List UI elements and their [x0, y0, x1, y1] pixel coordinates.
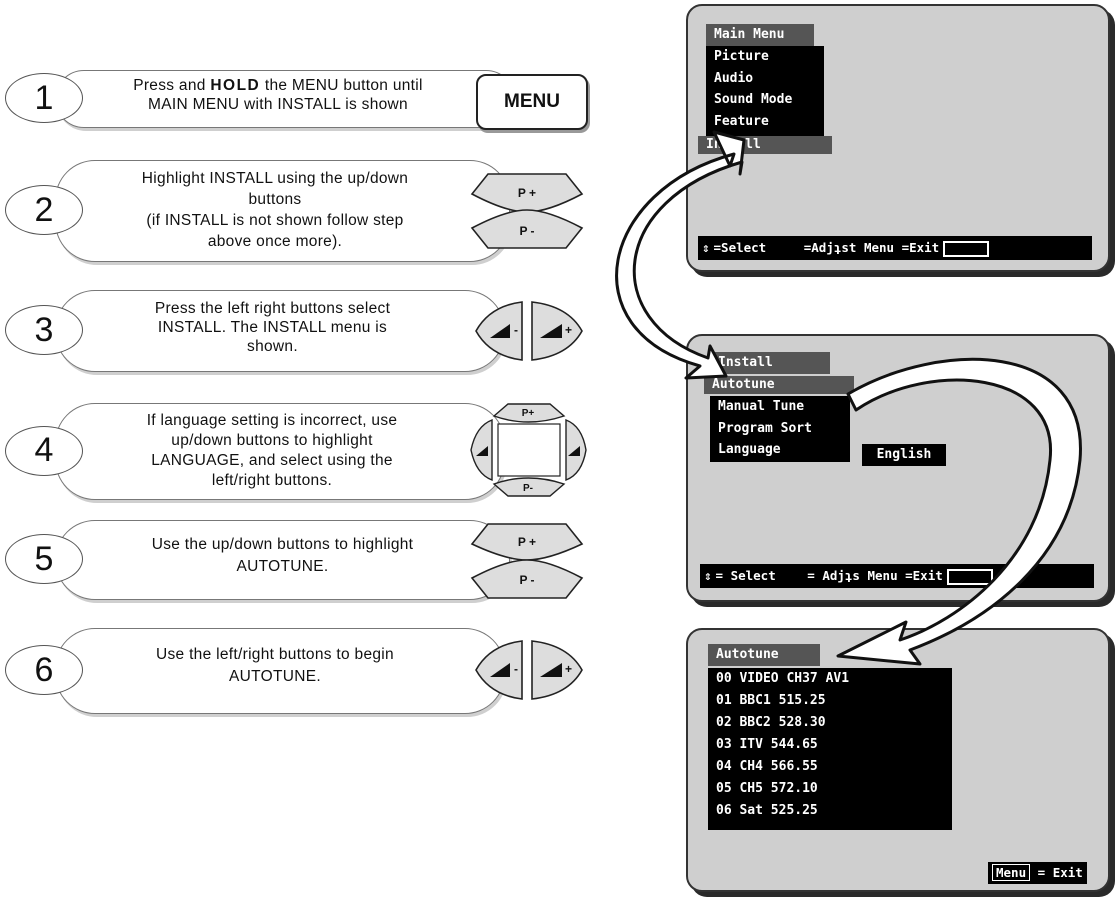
- volume-down-button-step-6[interactable]: [475, 640, 523, 700]
- step-6: 6 Use the left/right buttons to begin AU…: [5, 628, 505, 714]
- menu-item-program-sort[interactable]: Program Sort: [718, 420, 812, 436]
- channel-row: 02 BBC2 528.30: [716, 715, 826, 730]
- svg-text:P +: P +: [518, 535, 536, 549]
- main-menu-list: Picture Audio Sound Mode Feature: [706, 46, 824, 138]
- updown-icon: ⇕: [702, 240, 710, 255]
- step-3-number: 3: [5, 305, 83, 355]
- step-5: 5 Use the up/down buttons to highlight A…: [5, 520, 510, 600]
- step-3-text: Press the left right buttons select INST…: [154, 300, 391, 355]
- program-up-down-buttons[interactable]: P + P -: [468, 168, 586, 254]
- step-2: 2 Highlight INSTALL using the up/down bu…: [5, 160, 510, 262]
- pad-center: [497, 423, 561, 477]
- channel-row: 06 Sat 525.25: [716, 803, 818, 818]
- pad-left-icon: [476, 446, 488, 456]
- hold-emphasis: HOLD: [210, 77, 261, 94]
- step-5-number: 5: [5, 534, 83, 584]
- menu-button[interactable]: MENU: [476, 74, 588, 130]
- svg-text:+: +: [565, 323, 572, 337]
- svg-text:+: +: [565, 662, 572, 676]
- channel-row: 00 VIDEO CH37 AV1: [716, 671, 850, 686]
- step-4-number: 4: [5, 425, 83, 476]
- svg-text:-: -: [514, 662, 518, 676]
- autotune-exit-hint: Menu = Exit: [988, 862, 1087, 884]
- volume-down-button[interactable]: [475, 301, 523, 361]
- step-4-box: [55, 403, 505, 500]
- svg-text:P -: P -: [519, 573, 534, 587]
- exit-box-2: [946, 568, 993, 585]
- svg-text:P-: P-: [523, 483, 533, 494]
- step-5-text: Use the up/down buttons to highlight AUT…: [151, 536, 414, 575]
- channel-row: 01 BBC1 515.25: [716, 693, 826, 708]
- volume-down-icon: [490, 324, 510, 338]
- menu-item-feature[interactable]: Feature: [714, 113, 769, 129]
- menu-key[interactable]: Menu: [992, 864, 1031, 881]
- direction-pad[interactable]: P+ P-: [468, 402, 588, 498]
- channel-row: 03 ITV 544.65: [716, 737, 818, 752]
- pad-left-button[interactable]: [470, 418, 493, 482]
- svg-text:P+: P+: [522, 408, 535, 419]
- program-up-down-buttons-step-5[interactable]: P + P -: [468, 520, 586, 602]
- program-down-label: P -: [519, 224, 534, 238]
- channel-row: 05 CH5 572.10: [716, 781, 818, 796]
- volume-up-icon: [540, 324, 562, 338]
- pad-down-button[interactable]: [492, 477, 566, 497]
- svg-text:-: -: [514, 323, 518, 337]
- step-1-number: 1: [5, 73, 83, 123]
- autotune-channel-list: 00 VIDEO CH37 AV1 01 BBC1 515.25 02 BBC2…: [708, 668, 952, 830]
- exit-box: [943, 240, 990, 257]
- volume-down-icon-step-6: [490, 663, 510, 677]
- step-2-number: 2: [5, 185, 83, 235]
- step-6-number: 6: [5, 645, 83, 695]
- step-1-box: [55, 70, 515, 128]
- step-4-text: If language setting is incorrect, use up…: [146, 412, 398, 489]
- step-6-text: Use the left/right buttons to begin AUTO…: [156, 646, 394, 685]
- step-2-box: [55, 160, 510, 262]
- volume-buttons-step-3[interactable]: - +: [470, 298, 588, 364]
- tv-screen-install-menu: Install Autotune Manual Tune Program Sor…: [686, 334, 1110, 602]
- volume-up-icon-step-6: [540, 663, 562, 677]
- volume-buttons-step-6[interactable]: - +: [470, 637, 588, 703]
- step-3: 3 Press the left right buttons select IN…: [5, 290, 505, 372]
- tv-screen-autotune: Autotune 00 VIDEO CH37 AV1 01 BBC1 515.2…: [686, 628, 1110, 892]
- channel-row: 04 CH4 566.55: [716, 759, 818, 774]
- install-menu-list: Manual Tune Program Sort Language: [710, 396, 850, 462]
- step-4: 4 If language setting is incorrect, use …: [5, 403, 505, 500]
- step-3-box: [55, 290, 505, 372]
- main-menu-title: Main Menu: [706, 24, 814, 46]
- step-1: 1 Press and HOLD the MENU button until M…: [5, 70, 515, 128]
- language-value: English: [862, 444, 946, 466]
- tv-screen-main-menu: Main Menu Picture Audio Sound Mode Featu…: [686, 4, 1110, 272]
- step-6-box: [55, 628, 505, 714]
- program-up-label: P +: [518, 186, 536, 200]
- menu-item-picture[interactable]: Picture: [714, 49, 769, 64]
- menu-item-manual-tune[interactable]: Manual Tune: [718, 399, 805, 414]
- menu-item-autotune-highlighted[interactable]: Autotune: [704, 376, 854, 394]
- pad-right-icon: [568, 446, 580, 456]
- install-menu-title: Install: [710, 352, 830, 374]
- menu-item-language[interactable]: Language: [718, 442, 781, 457]
- program-down-button-step-5[interactable]: [470, 559, 584, 599]
- updown-icon-2: ⇕: [704, 568, 712, 583]
- pad-up-button[interactable]: [492, 403, 566, 423]
- step-1-text: Press and HOLD the MENU button until MAI…: [133, 77, 423, 113]
- menu-item-sound-mode[interactable]: Sound Mode: [714, 92, 793, 107]
- main-menu-bottom-bar: ⇕=Select =Adjʇst Menu =Exit: [698, 236, 1092, 260]
- menu-item-audio[interactable]: Audio: [714, 70, 754, 86]
- autotune-title: Autotune: [708, 644, 820, 666]
- menu-item-install-highlighted[interactable]: Install: [698, 136, 832, 154]
- install-menu-bottom-bar: ⇕= Select = Adjʇs Menu =Exit: [700, 564, 1094, 588]
- program-down-button[interactable]: [470, 209, 584, 249]
- step-2-text: Highlight INSTALL using the up/down butt…: [141, 170, 409, 250]
